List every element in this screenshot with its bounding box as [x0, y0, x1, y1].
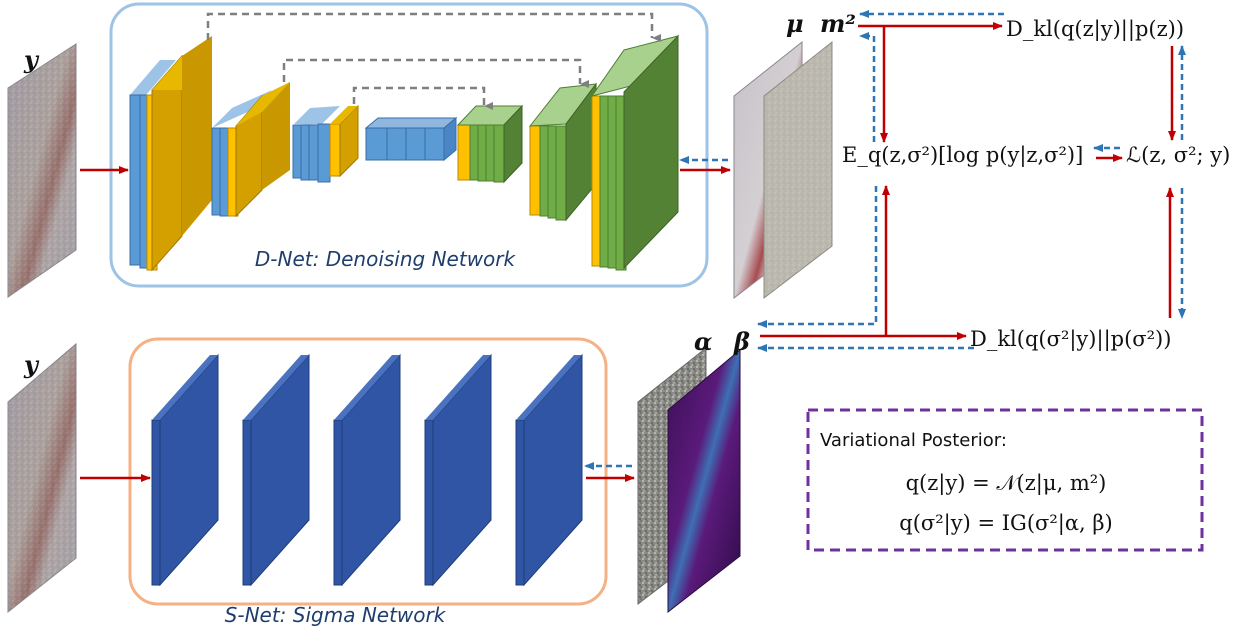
dnet-bottleneck [364, 116, 458, 162]
beta-output-image [667, 348, 741, 614]
snet-layer-3 [333, 353, 401, 587]
snet-layer-4 [424, 353, 492, 587]
snet-layers [151, 353, 583, 587]
input-y-label-bottom: y [23, 350, 40, 379]
snet-label: S-Net: Sigma Network [225, 603, 447, 627]
dnet-label: D-Net: Denoising Network [255, 247, 517, 271]
m2-label: m² [820, 9, 856, 38]
dnet-encoder-block-3 [292, 104, 359, 183]
dnet-layers [129, 12, 680, 272]
skip-connection-3 [352, 86, 493, 110]
kl-sigma-term: D_kl(q(σ²|y)||p(σ²)) [970, 327, 1171, 352]
input-y-label-top: y [23, 45, 40, 74]
alpha-label: α [694, 327, 712, 356]
skip-connection-1 [206, 12, 661, 42]
input-image-bottom [7, 342, 77, 614]
mu-label: μ [786, 9, 804, 38]
posterior-eq-sigma: q(σ²|y) = IG(σ²|α, β) [899, 511, 1112, 536]
posterior-title: Variational Posterior: [820, 430, 1007, 451]
snet-layer-5 [515, 353, 583, 587]
dnet-frame [109, 2, 709, 288]
snet-layer-2 [242, 353, 310, 587]
dnet-decoder-block-2 [528, 82, 598, 222]
dnet-encoder-block-2 [211, 82, 290, 218]
posterior-eq-z: q(z|y) = 𝒩(z|μ, m²) [906, 471, 1107, 496]
dnet-encoder-block-1 [129, 36, 212, 272]
dnet-decoder-block-1 [456, 104, 524, 184]
backprop-expectation-to-mu [859, 32, 876, 142]
posterior-box [806, 408, 1204, 552]
kl-z-term: D_kl(q(z|y)||p(z)) [1006, 17, 1184, 42]
backprop-expectation-to-alpha [757, 186, 878, 328]
snet-frame [128, 337, 608, 606]
snet-layer-1 [151, 353, 219, 587]
input-image-top [7, 43, 77, 298]
loss-term: ℒ(z, σ²; y) [1126, 143, 1230, 167]
dnet-decoder-block-3 [590, 34, 680, 271]
expectation-term: E_q(z,σ²)[log p(y|z,σ²)] [842, 143, 1083, 168]
beta-label: β [733, 327, 750, 356]
m2-output-image [763, 40, 833, 300]
skip-connection-2 [282, 58, 589, 88]
